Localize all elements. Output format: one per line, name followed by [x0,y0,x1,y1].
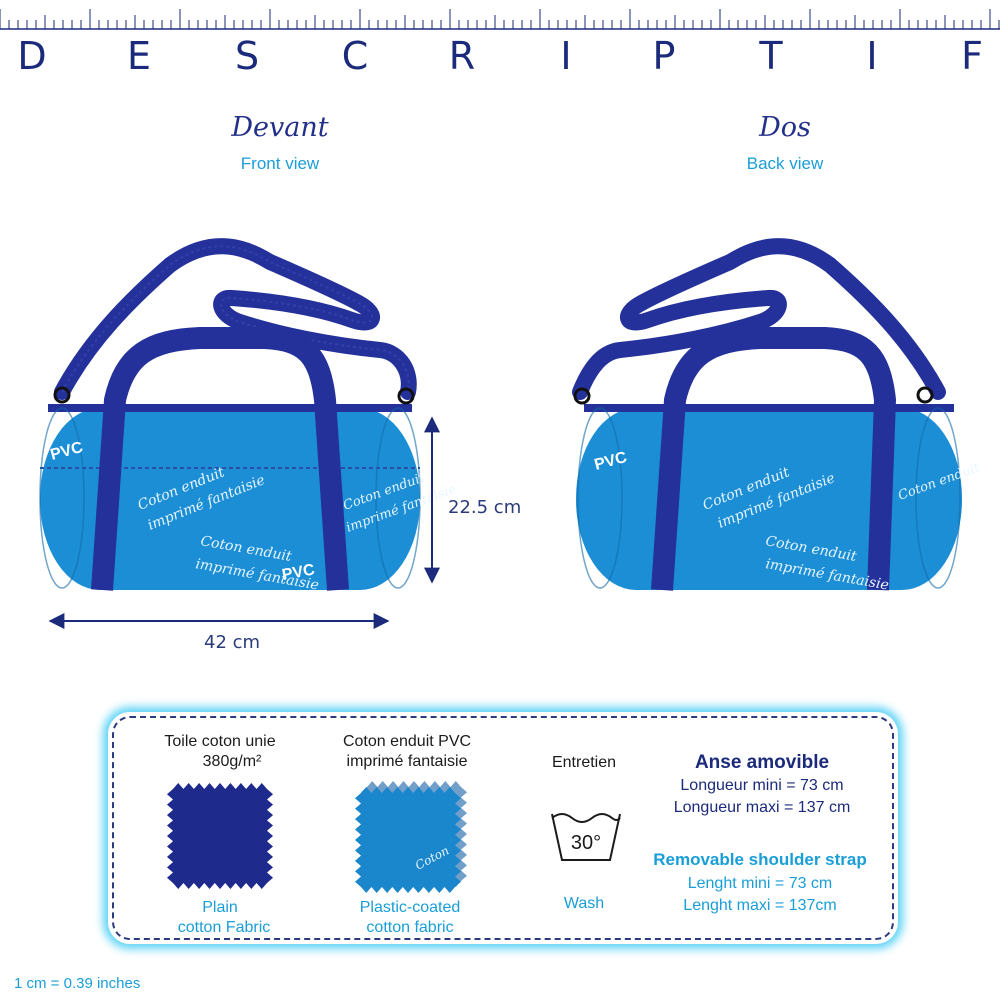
page-title: D E S C R I P T I F [0,34,1000,84]
strap-max-fr: Longueur maxi = 137 cm [673,799,851,816]
fabric-coated-print: imprimé fantaisie [346,753,468,770]
width-dimension: 42 cm [204,632,261,653]
strap-max-en: Lenght maxi = 137cm [683,897,837,914]
strap-min-fr: Longueur mini = 73 cm [680,777,844,794]
wash-temperature: 30° [571,832,601,854]
strap-min-en: Lenght mini = 73 cm [687,875,833,892]
fabric-coated-swatch: Coton [355,781,467,893]
fabric-plain-caption: cotton Fabric [177,919,271,936]
unit-conversion-note: 1 cm = 0.39 inches [14,975,141,992]
strap-title-en: Removable shoulder strap [653,850,867,869]
care-label: Entretien [551,754,617,771]
bag-illustrations: PVC Coton enduit imprimé fantaisie Coton… [39,238,982,629]
title-letter: E [126,34,152,78]
fabric-coated-title: Coton enduit PVC [342,733,472,750]
strap-title-fr: Anse amovible [694,752,830,773]
specs-panel-border [112,716,894,940]
front-bag-image: PVC Coton enduit imprimé fantaisie Coton… [39,238,459,594]
fabric-coated-caption: cotton fabric [366,919,454,936]
back-view-label-en: Back view [746,154,824,173]
fabric-plain-caption: Plain [202,899,238,916]
fabric-coated-caption: Plastic-coated [359,899,461,916]
title-letter: I [560,34,572,78]
bag-print-tag: PVC [281,561,317,584]
height-dimension: 22.5 cm [448,497,522,518]
fabric-plain-title: Toile coton unie [164,733,276,750]
care-caption: Wash [563,895,605,912]
title-letter: F [961,34,983,78]
title-letter: T [759,34,783,78]
back-bag-image: PVC Coton enduit imprimé fantaisie Coton… [572,238,982,594]
title-letter: S [234,34,260,78]
ruler-decoration [0,9,1000,30]
title-letter: I [866,34,878,78]
front-view-label-fr: Devant [231,112,329,143]
title-letter: C [341,34,369,78]
wash-30-icon: 30° [551,813,621,861]
back-view-label-fr: Dos [759,112,811,143]
title-letter: P [652,34,676,78]
front-view-label-en: Front view [240,154,320,173]
title-letter: D [17,34,47,78]
fabric-plain-swatch [167,783,273,889]
fabric-plain-weight: 380g/m² [202,753,262,770]
title-letter: R [448,34,476,78]
